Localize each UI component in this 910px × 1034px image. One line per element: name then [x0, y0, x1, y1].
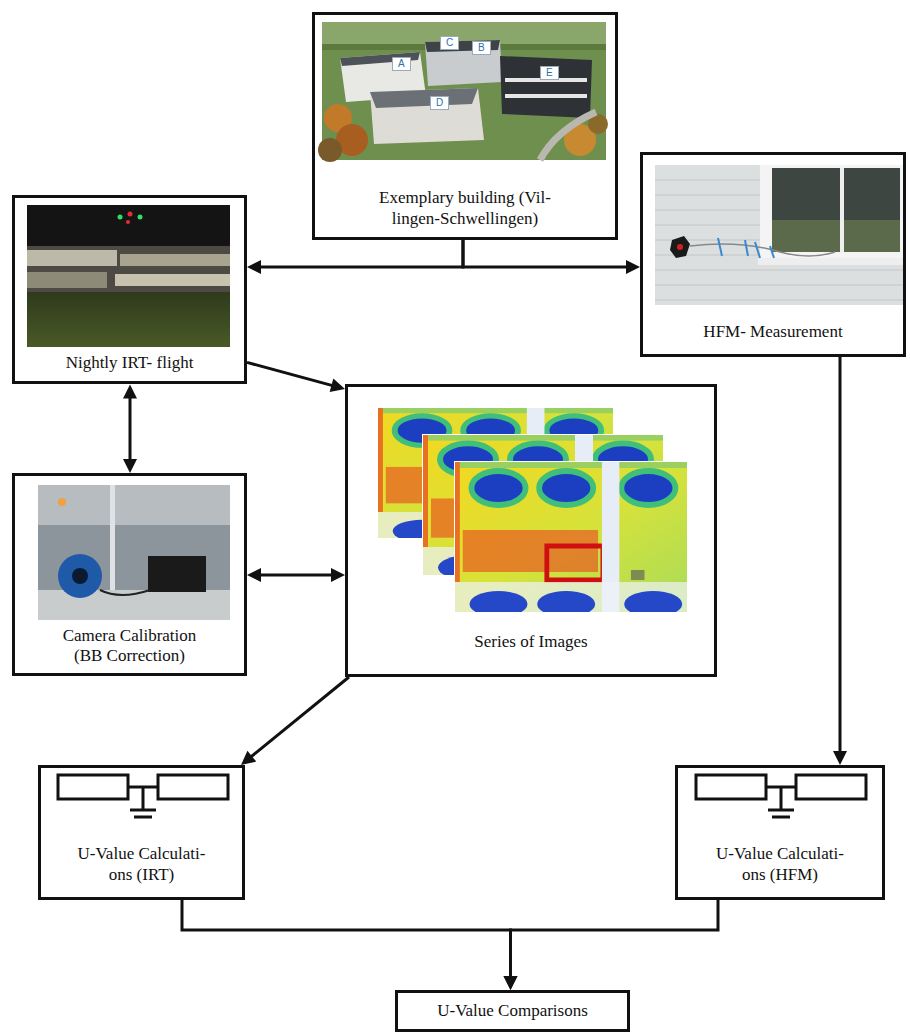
connector-line	[257, 240, 463, 267]
part-letter: D	[430, 96, 449, 110]
arrow-head	[123, 459, 137, 473]
comparison-box: U-Value Comparisons	[395, 990, 630, 1032]
thermal-images	[377, 407, 688, 617]
connector	[463, 240, 640, 274]
building-box: Exemplary building (Vil- lingen-Schwelli…	[312, 12, 618, 240]
node-text: U-Value Calculati- ons (HFM)	[713, 844, 848, 885]
arrow-head	[241, 751, 256, 765]
node-text: U-Value Comparisons	[403, 1001, 623, 1021]
node-text: Nightly IRT- flight	[22, 353, 237, 373]
arrow-head	[504, 976, 518, 990]
connector	[241, 677, 349, 765]
connector	[182, 900, 518, 990]
connector	[247, 362, 345, 392]
connector-line	[463, 240, 630, 267]
node-text: Series of Images	[381, 632, 681, 652]
node-text: U-Value Calculati- ons (IRT)	[74, 844, 209, 885]
hfm-photo	[655, 165, 905, 305]
connector-line	[511, 900, 719, 980]
arrow-head	[247, 568, 261, 582]
connector	[833, 357, 847, 765]
connector-line	[249, 677, 349, 759]
part-letter: E	[540, 66, 559, 80]
arrow-head	[247, 260, 261, 274]
arrow-head	[330, 379, 345, 393]
arrow-head	[833, 751, 847, 765]
part-letter: B	[472, 41, 491, 55]
part-letter: A	[392, 57, 411, 71]
arrow-head	[331, 568, 345, 582]
calculation-box: U-Value Calculati- ons (IRT)	[38, 765, 245, 900]
images-box: Series of Images	[345, 384, 717, 677]
flight-box: Nightly IRT- flight	[12, 195, 247, 384]
arrow-head	[123, 384, 137, 398]
connector-line	[247, 362, 335, 386]
part-letter: C	[440, 36, 459, 50]
building-photo	[318, 22, 608, 162]
circuit-symbol	[696, 775, 866, 817]
connector	[504, 900, 719, 990]
connector-line	[182, 900, 511, 980]
calculation-box: U-Value Calculati- ons (HFM)	[675, 765, 885, 900]
calibration-box: Camera Calibration (BB Correction)	[12, 473, 247, 676]
arrow-head	[626, 260, 640, 274]
connector	[247, 568, 345, 582]
node-text: Camera Calibration (BB Correction)	[55, 626, 205, 667]
connector	[123, 384, 137, 473]
measurement-box: HFM- Measurement	[640, 152, 906, 357]
arrow-head	[504, 976, 518, 990]
calibration-photo	[38, 485, 230, 620]
node-text: Exemplary building (Vil- lingen-Schwelli…	[365, 188, 565, 229]
connector-line	[257, 574, 335, 577]
connector-line	[839, 357, 842, 755]
night-photo	[27, 205, 230, 347]
node-text: HFM- Measurement	[653, 322, 893, 342]
circuit-symbol	[58, 775, 228, 817]
connector-line	[129, 394, 132, 463]
connector	[247, 240, 463, 274]
